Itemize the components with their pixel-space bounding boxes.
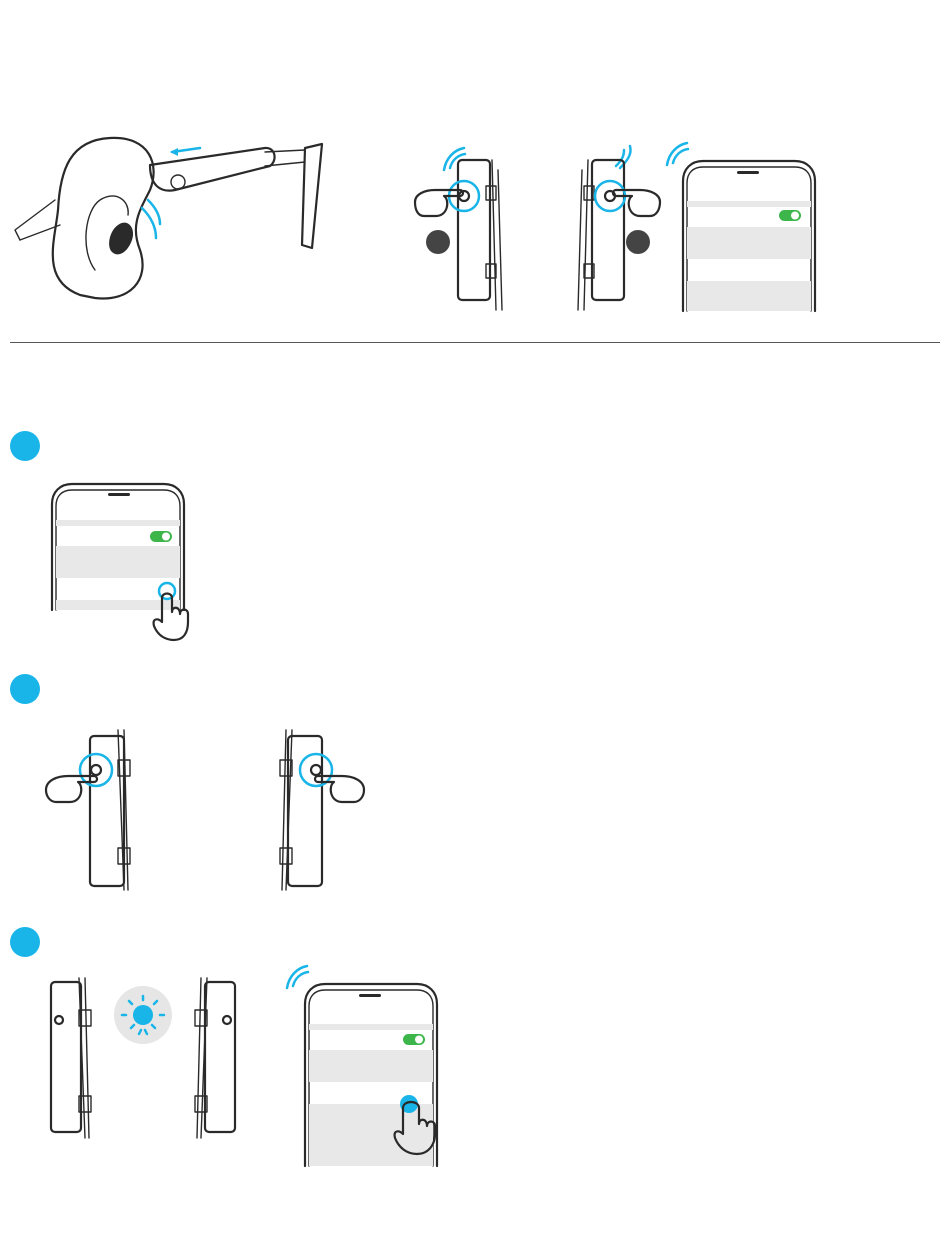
phone-top-illustration bbox=[665, 145, 825, 315]
press-button-right-illustration bbox=[570, 150, 670, 310]
ear-icon bbox=[53, 138, 154, 299]
step-2-badge bbox=[10, 674, 40, 704]
phone-step3-illustration bbox=[285, 968, 455, 1168]
press-button-step2-right bbox=[270, 730, 380, 890]
step-1-badge bbox=[10, 431, 40, 461]
headset-step3-right bbox=[185, 978, 245, 1138]
press-button-step2-left bbox=[40, 730, 150, 890]
step-3-badge bbox=[10, 927, 40, 957]
section-divider bbox=[10, 342, 940, 343]
press-button-left-illustration bbox=[410, 150, 510, 310]
ear-with-headset-illustration bbox=[0, 130, 340, 310]
press-hand-icon bbox=[415, 190, 463, 216]
phone-step1-illustration bbox=[40, 480, 200, 650]
headset-step3-left bbox=[45, 978, 105, 1138]
led-light-icon bbox=[112, 984, 174, 1046]
